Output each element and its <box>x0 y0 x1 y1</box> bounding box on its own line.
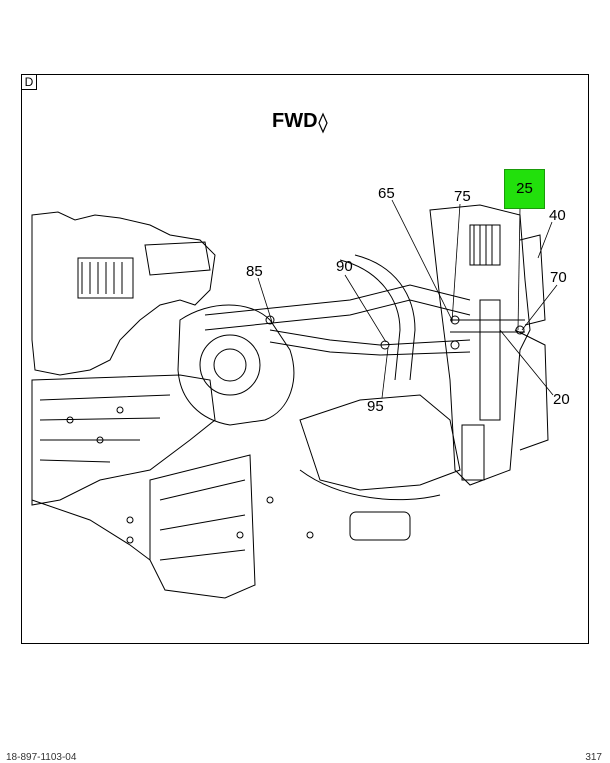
callout-40[interactable]: 40 <box>549 207 566 224</box>
leader-65 <box>391 199 453 321</box>
leader-90 <box>344 274 387 343</box>
callout-25: 25 <box>516 180 533 197</box>
callout-90[interactable]: 90 <box>336 258 353 275</box>
callout-20[interactable]: 20 <box>553 391 570 408</box>
footer-figure-id: 18-897-1103-04 <box>6 752 77 763</box>
footer-page-number: 317 <box>585 752 602 763</box>
forward-direction-label: FWD <box>272 110 318 132</box>
leader-75 <box>451 203 461 323</box>
forward-arrow-icon <box>318 112 328 134</box>
leader-20 <box>499 329 554 396</box>
leader-85 <box>257 277 273 323</box>
callout-65[interactable]: 65 <box>378 185 395 202</box>
callout-95[interactable]: 95 <box>367 398 384 415</box>
view-letter-box: D <box>21 74 37 90</box>
leader-95 <box>381 347 389 399</box>
callout-25-highlight[interactable]: 25 <box>504 169 545 209</box>
leader-25 <box>517 207 521 331</box>
callout-85[interactable]: 85 <box>246 263 263 280</box>
leader-70 <box>521 284 558 331</box>
diagram-frame <box>21 74 589 644</box>
callout-75[interactable]: 75 <box>454 188 471 205</box>
leader-40 <box>537 221 553 259</box>
callout-70[interactable]: 70 <box>550 269 567 286</box>
